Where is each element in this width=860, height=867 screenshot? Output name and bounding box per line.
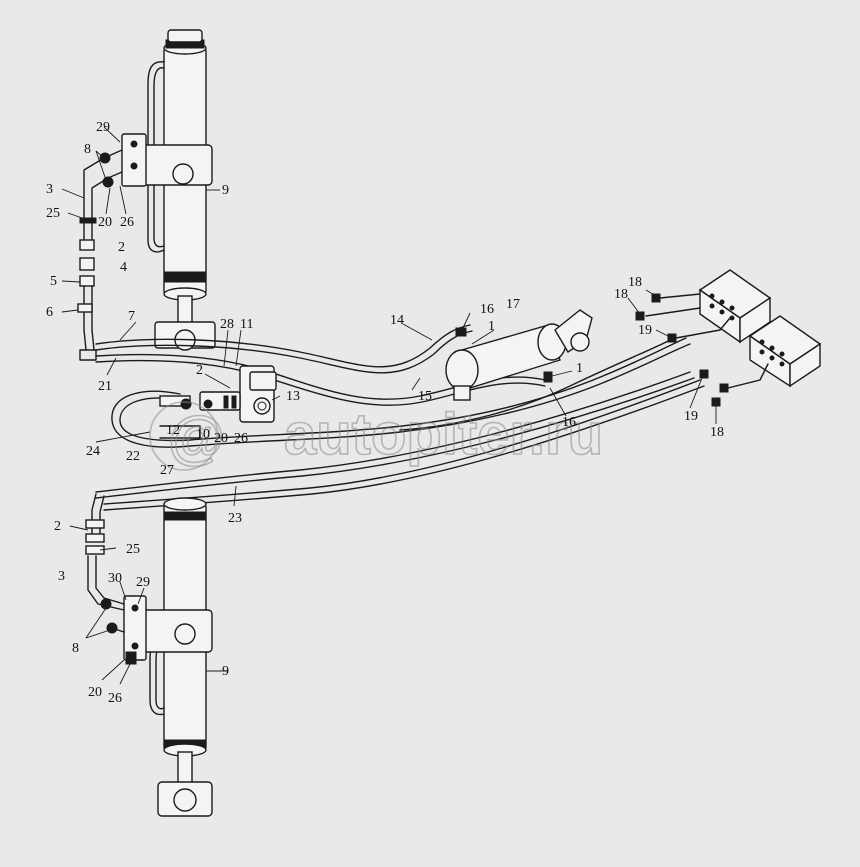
part-label: 20 [214,431,228,446]
part-label: 25 [126,542,140,557]
part-label: 22 [126,449,140,464]
part-label: 25 [46,206,60,221]
part-label: 4 [120,260,127,275]
part-label: 26 [120,215,134,230]
part-label: 18 [710,425,724,440]
part-label: 13 [286,389,300,404]
right-blocks [635,269,822,407]
part-label: 29 [96,120,110,135]
part-label: 24 [86,444,100,459]
part-label: 30 [108,571,122,586]
part-label: 26 [108,691,122,706]
part-label: 1 [576,361,583,376]
central-valve [159,365,277,439]
part-label: 26 [234,431,248,446]
part-label: 7 [128,309,135,324]
upper-left-piping [77,149,123,361]
part-label: 15 [418,389,432,404]
upper-cylinder [121,29,216,351]
part-label: 19 [684,409,698,424]
part-label: 1 [488,319,495,334]
watermark: @ autopiter.ru [149,401,604,471]
accumulator [445,309,593,401]
part-label: 5 [50,274,57,289]
part-label: 17 [506,297,520,312]
part-label: 20 [98,215,112,230]
hose-bundle [95,324,705,511]
part-label: 2 [54,519,61,534]
part-label: 8 [72,641,79,656]
part-label: 6 [46,305,53,320]
part-label: 3 [46,182,53,197]
part-label: 12 [166,423,180,438]
part-label: 3 [58,569,65,584]
part-label: 8 [84,142,91,157]
part-labels: 29 8 3 25 20 26 9 2 4 5 6 7 21 28 11 2 1… [46,120,724,706]
part-label: 9 [222,183,229,198]
part-label: 2 [196,363,203,378]
part-label: 10 [196,427,210,442]
part-label: 23 [228,511,242,526]
watermark-at-sign: @ [168,405,225,470]
part-label: 20 [88,685,102,700]
part-label: 11 [240,317,253,332]
part-label: 27 [160,463,174,478]
part-label: 14 [390,313,404,328]
part-label: 18 [628,275,642,290]
part-label: 19 [638,323,652,338]
part-label: 28 [220,317,234,332]
part-label: 21 [98,379,112,394]
watermark-text: autopiter.ru [284,402,603,467]
part-label: 16 [480,302,494,317]
part-label: 2 [118,240,125,255]
part-label: 16 [562,415,576,430]
part-label: 29 [136,575,150,590]
part-label: 9 [222,664,229,679]
part-label: 18 [614,287,628,302]
leader-lines [61,126,717,685]
lower-cylinder [123,497,213,817]
